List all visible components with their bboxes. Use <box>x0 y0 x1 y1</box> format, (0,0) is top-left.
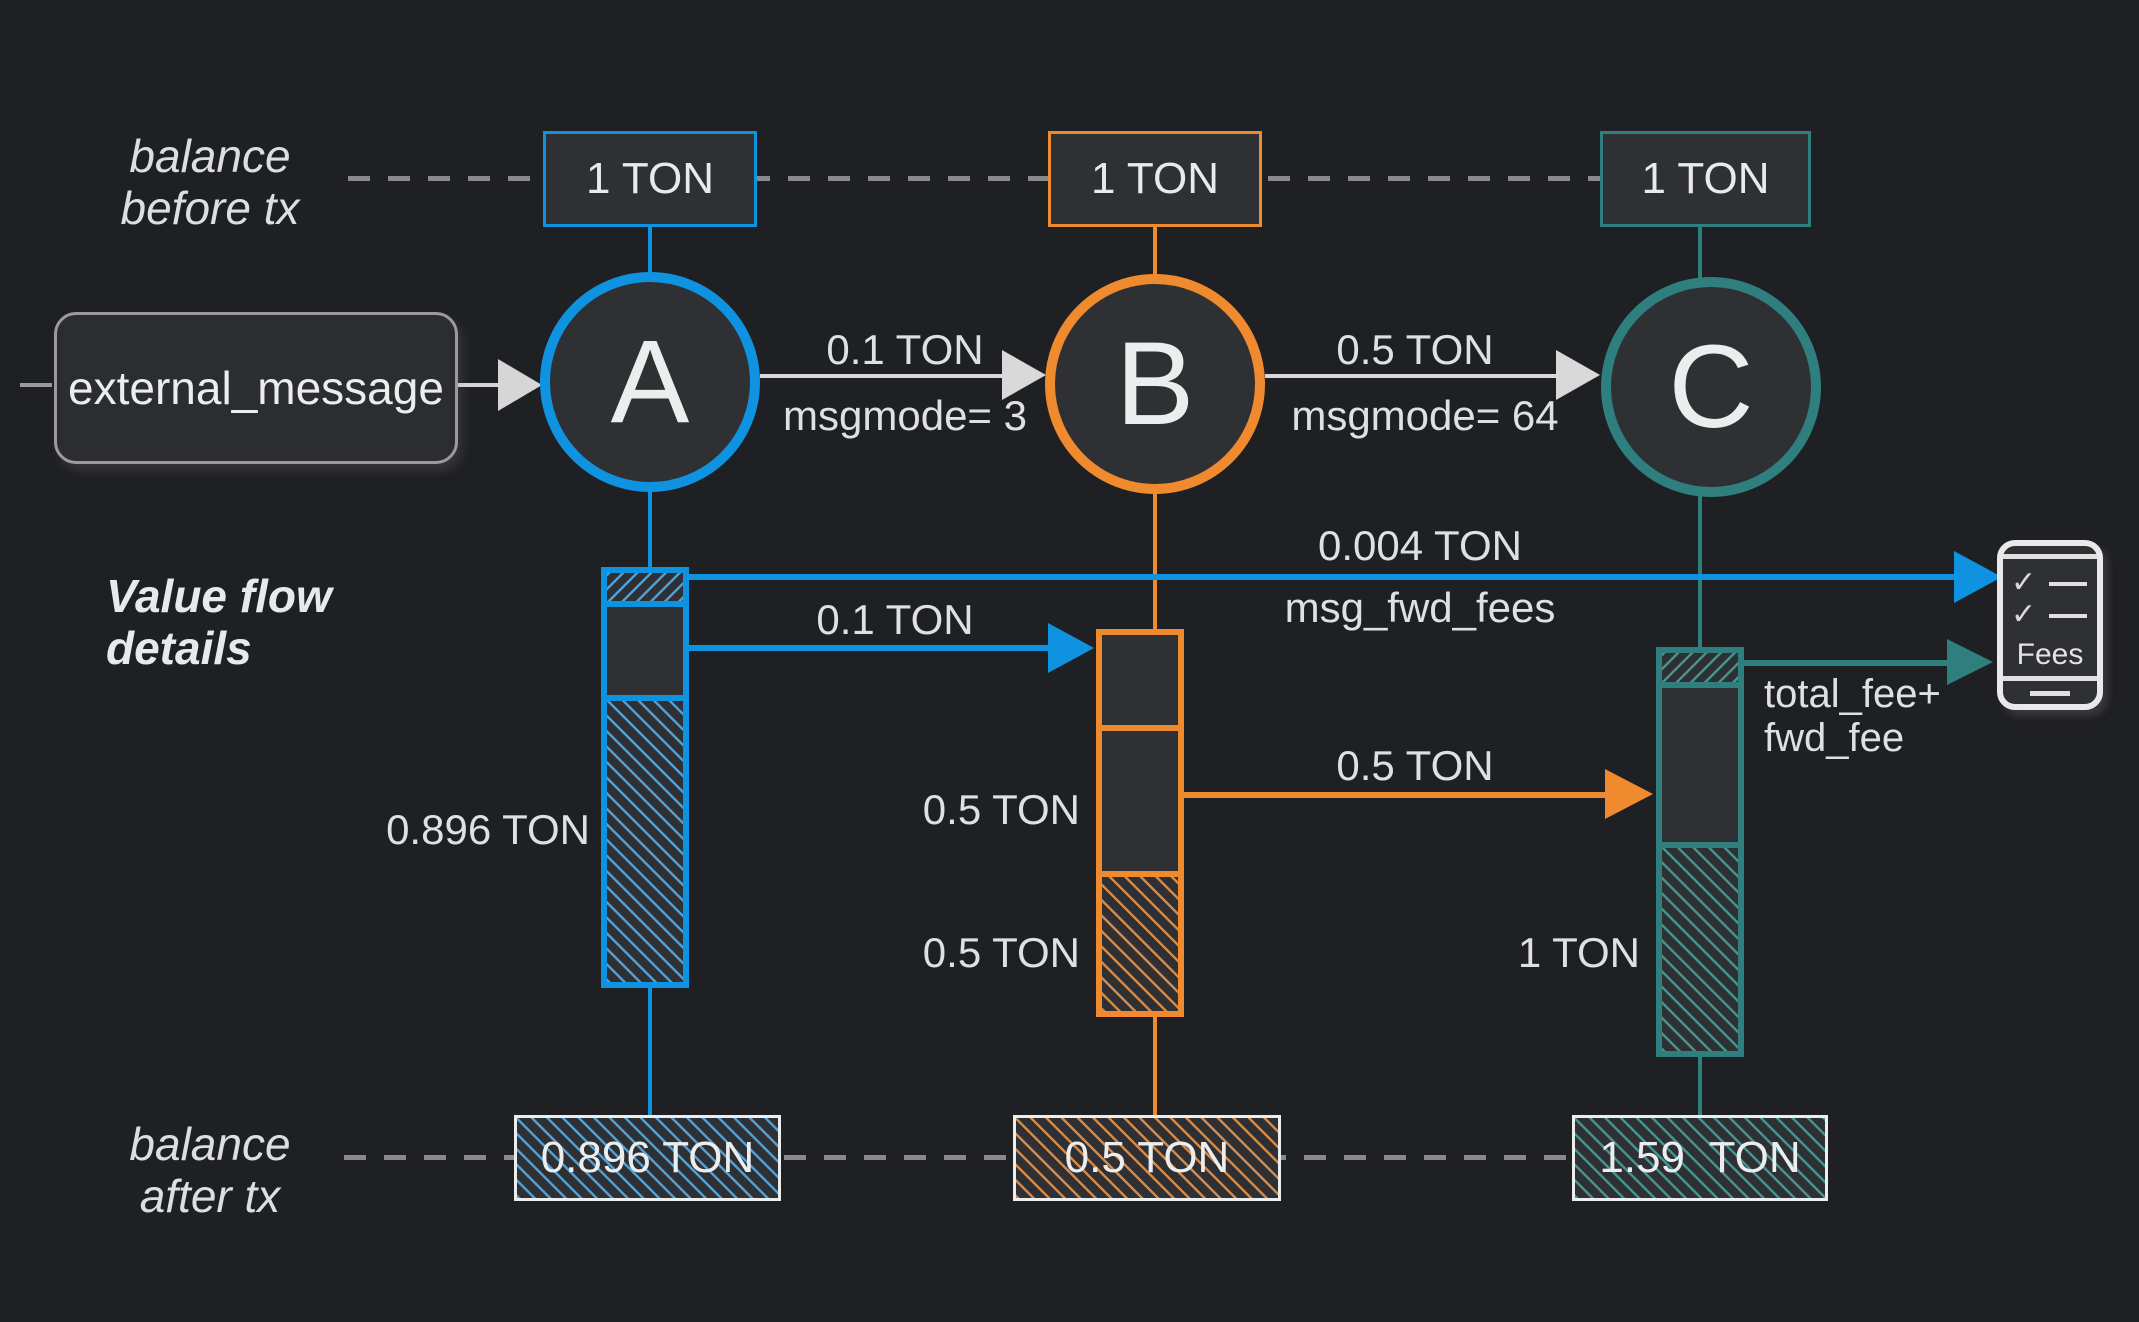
transfer-b-c-amount: 0.5 TON <box>1336 742 1494 789</box>
balance-before-box-a: 1 TON <box>543 131 757 227</box>
fees-icon-label: Fees <box>2016 638 2084 671</box>
connector-b-node-to-bar <box>1153 490 1157 629</box>
bar-a-sent-segment <box>607 607 683 695</box>
balance-after-box-c: 1.59 TON <box>1572 1115 1828 1201</box>
bar-b-remaining-segment <box>1102 877 1178 1011</box>
check-icon: ✓ <box>2011 598 2037 631</box>
external-arrow-head-icon <box>498 359 542 411</box>
balance-after-label: balance after tx <box>129 1118 291 1222</box>
connector-b-bar-to-box <box>1153 1013 1157 1115</box>
external-message-box: external_message <box>54 312 458 464</box>
bar-a-remaining-label: 0.896 TON <box>386 806 590 853</box>
connector-a-bar-to-box <box>648 984 652 1115</box>
bar-b-received-segment <box>1102 635 1178 725</box>
fees-icon-home-bar <box>2030 691 2070 696</box>
bar-a-remaining-segment <box>607 701 683 982</box>
bar-b-sent-label: 0.5 TON <box>922 786 1080 833</box>
bar-c-remaining-segment <box>1662 848 1738 1051</box>
bar-a-fee-segment <box>607 573 683 601</box>
bar-c-remaining-label: 1 TON <box>1517 929 1640 976</box>
connector-c-node-to-bar <box>1698 493 1702 647</box>
transfer-a-b-arrow-line <box>689 645 1051 651</box>
fees-icon-divider-line <box>2003 676 2097 681</box>
bar-c-fee-segment <box>1662 653 1738 682</box>
node-a-circle: A <box>540 272 760 492</box>
balance-before-box-b: 1 TON <box>1048 131 1262 227</box>
message-a-b-mode: msgmode= 3 <box>783 392 1027 439</box>
message-b-c-amount: 0.5 TON <box>1336 326 1494 373</box>
node-c-circle: C <box>1601 277 1821 497</box>
connector-c-box-to-node <box>1698 227 1702 279</box>
message-arrow-b-c-line <box>1265 374 1556 378</box>
balance-before-label: balance before tx <box>120 130 300 234</box>
message-a-b-amount: 0.1 TON <box>826 326 984 373</box>
balance-after-box-b: 0.5 TON <box>1013 1115 1281 1201</box>
fees-icon: ✓ ✓ Fees <box>1997 540 2103 710</box>
value-bar-a <box>601 567 689 988</box>
connector-a-box-to-node <box>648 227 652 274</box>
external-message-label: external_message <box>68 362 444 414</box>
connector-b-box-to-node <box>1153 227 1157 276</box>
bar-b-remaining-label: 0.5 TON <box>922 929 1080 976</box>
external-arrow-line <box>458 383 502 387</box>
fees-icon-list-line-2 <box>2049 614 2087 618</box>
transfer-a-b-arrow-head-icon <box>1048 623 1094 673</box>
value-flow-title: Value flow details <box>106 570 332 674</box>
balance-after-dashed-line <box>344 1155 1584 1160</box>
total-fee-arrow-line <box>1744 660 1950 666</box>
transfer-b-c-arrow-head-icon <box>1605 769 1653 819</box>
transfer-a-b-amount: 0.1 TON <box>816 596 974 643</box>
fees-icon-bezel-line <box>2003 554 2097 559</box>
message-arrow-a-b-head-icon <box>1002 350 1046 400</box>
bar-b-sent-segment <box>1102 731 1178 871</box>
node-b-circle: B <box>1045 274 1265 494</box>
incoming-edge-stub <box>20 383 52 387</box>
balance-before-dashed-line <box>348 176 1602 181</box>
balance-before-box-c: 1 TON <box>1600 131 1811 227</box>
balance-after-box-a: 0.896 TON <box>514 1115 781 1201</box>
transfer-b-c-arrow-line <box>1184 792 1608 798</box>
value-bar-b <box>1096 629 1184 1017</box>
msg-fwd-fee-amount: 0.004 TON <box>1318 522 1522 569</box>
bar-c-received-segment <box>1662 688 1738 842</box>
fees-icon-list-line-1 <box>2049 582 2087 586</box>
msg-fwd-fee-arrow-line <box>689 574 1957 580</box>
msg-fwd-fee-arrow-head-icon <box>1954 551 2002 603</box>
total-fee-label-line1: total_fee+ <box>1764 672 1941 716</box>
message-b-c-mode: msgmode= 64 <box>1291 392 1559 439</box>
message-arrow-a-b-line <box>760 374 1006 378</box>
check-icon: ✓ <box>2011 566 2037 599</box>
total-fee-label-line2: fwd_fee <box>1764 716 1905 760</box>
connector-c-bar-to-box <box>1698 1053 1702 1115</box>
message-arrow-b-c-head-icon <box>1556 350 1600 400</box>
total-fee-arrow-head-icon <box>1947 639 1993 685</box>
connector-a-node-to-bar <box>648 488 652 567</box>
value-bar-c <box>1656 647 1744 1057</box>
msg-fwd-fee-label: msg_fwd_fees <box>1284 584 1556 631</box>
